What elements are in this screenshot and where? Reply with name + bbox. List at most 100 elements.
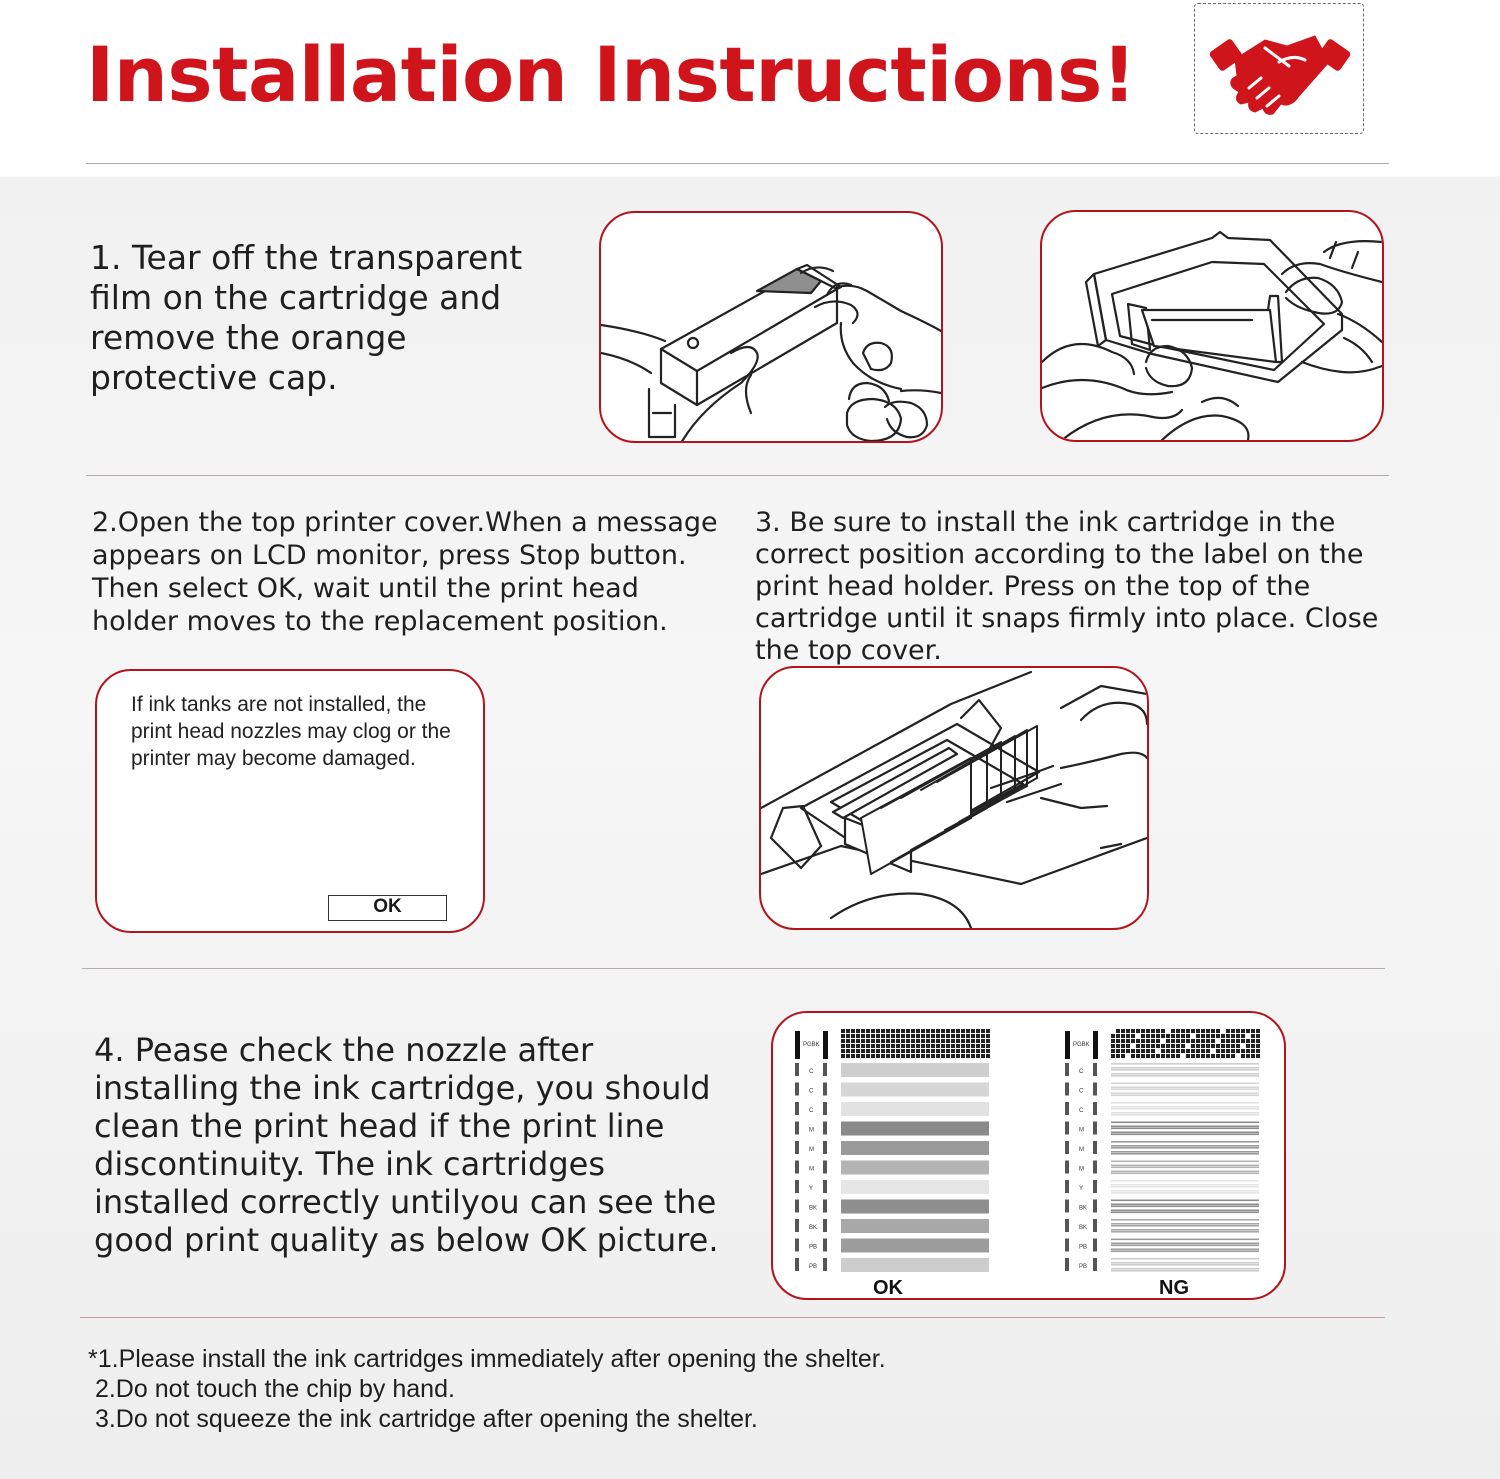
- ok-grid-cell: [981, 1029, 985, 1033]
- ok-row-label: PB: [809, 1264, 817, 1270]
- ok-row-marker: [823, 1199, 827, 1213]
- ng-grid-cell: [1206, 1044, 1210, 1048]
- ng-grid-cell: [1231, 1039, 1235, 1043]
- ng-row-marker: [1093, 1238, 1097, 1252]
- ng-grid-cell: [1171, 1034, 1175, 1038]
- ng-test-line: [1111, 1063, 1259, 1065]
- ok-grid-cell: [971, 1039, 975, 1043]
- ng-grid-cell: [1156, 1044, 1160, 1048]
- ok-grid-cell: [851, 1029, 855, 1033]
- ng-grid-cell: [1141, 1049, 1145, 1053]
- ng-test-line: [1111, 1112, 1259, 1114]
- ok-grid-cell: [861, 1054, 865, 1058]
- ng-row-label: PB: [1079, 1264, 1087, 1270]
- ok-grid-cell: [971, 1054, 975, 1058]
- ng-test-line: [1111, 1092, 1259, 1095]
- ng-row-marker: [1065, 1180, 1069, 1193]
- ng-grid-cell: [1201, 1054, 1205, 1058]
- ng-grid-cell: [1191, 1039, 1195, 1043]
- ng-grid-cell: [1161, 1049, 1165, 1053]
- ok-grid-cell: [886, 1034, 890, 1038]
- ng-grid-cell: [1196, 1054, 1200, 1058]
- ok-grid-cell: [896, 1029, 900, 1033]
- divider: [86, 163, 1389, 164]
- ok-grid-cell: [846, 1044, 850, 1048]
- ok-grid-cell: [956, 1034, 960, 1038]
- ng-test-line: [1111, 1186, 1259, 1188]
- ok-grid-cell: [876, 1049, 880, 1053]
- ng-grid-cell: [1211, 1029, 1215, 1033]
- ok-grid-cell: [866, 1049, 870, 1053]
- ok-grid-cell: [951, 1049, 955, 1053]
- ng-grid-cell: [1206, 1034, 1210, 1038]
- ng-test-line: [1111, 1106, 1259, 1108]
- ng-grid-cell: [1171, 1029, 1175, 1033]
- ng-grid-cell: [1136, 1039, 1140, 1043]
- ok-grid-cell: [881, 1029, 885, 1033]
- ng-grid-cell: [1226, 1044, 1230, 1048]
- ok-grid-cell: [856, 1029, 860, 1033]
- ok-grid-cell: [966, 1039, 970, 1043]
- ng-grid-cell: [1256, 1044, 1260, 1048]
- ng-row-marker: [1093, 1219, 1097, 1232]
- ng-row-label: C: [1079, 1089, 1084, 1095]
- ng-grid-cell: [1146, 1029, 1150, 1033]
- ng-grid-cell: [1246, 1039, 1250, 1043]
- ok-grid-cell: [846, 1049, 850, 1053]
- ok-grid-cell: [921, 1029, 925, 1033]
- ok-grid-cell: [941, 1029, 945, 1033]
- ng-test-line: [1111, 1205, 1259, 1208]
- ok-grid-cell: [926, 1039, 930, 1043]
- ng-test-line: [1111, 1199, 1259, 1202]
- ng-grid-cell: [1176, 1039, 1180, 1043]
- ok-grid-cell: [856, 1034, 860, 1038]
- ok-grid-cell: [906, 1044, 910, 1048]
- ok-grid-cell: [961, 1029, 965, 1033]
- ng-grid-cell: [1126, 1034, 1130, 1038]
- ng-grid-cell: [1211, 1049, 1215, 1053]
- ok-test-band: [841, 1180, 989, 1194]
- ok-grid-cell: [986, 1029, 990, 1033]
- ok-grid-cell: [941, 1049, 945, 1053]
- ng-grid-cell: [1151, 1049, 1155, 1053]
- ng-grid-cell: [1196, 1034, 1200, 1038]
- ok-grid-cell: [936, 1044, 940, 1048]
- ok-grid-cell: [926, 1054, 930, 1058]
- dialog-ok-button[interactable]: OK: [328, 895, 447, 921]
- step-1-image-peel-film: [599, 211, 943, 443]
- ng-grid-cell: [1141, 1054, 1145, 1058]
- ok-row-label: BK: [809, 1225, 817, 1231]
- ng-grid-cell: [1191, 1044, 1195, 1048]
- ok-grid-cell: [931, 1044, 935, 1048]
- ng-test-line: [1111, 1131, 1259, 1134]
- ok-row-marker: [823, 1258, 827, 1271]
- ng-grid-cell: [1126, 1029, 1130, 1033]
- ok-grid-cell: [981, 1054, 985, 1058]
- ng-grid-cell: [1161, 1054, 1165, 1058]
- ok-test-band: [841, 1238, 989, 1253]
- ok-grid-cell: [911, 1039, 915, 1043]
- ng-grid-cell: [1256, 1039, 1260, 1043]
- ok-pgbk-bar: [823, 1031, 828, 1059]
- ok-grid-cell: [846, 1029, 850, 1033]
- ok-test-band: [841, 1102, 989, 1116]
- ng-grid-cell: [1116, 1034, 1120, 1038]
- ng-row-marker: [1093, 1063, 1097, 1076]
- ok-row-marker: [795, 1141, 799, 1154]
- ng-grid-cell: [1236, 1029, 1240, 1033]
- ng-row-marker: [1065, 1141, 1069, 1154]
- ng-grid-cell: [1126, 1049, 1130, 1053]
- ok-row-label: C: [809, 1089, 814, 1095]
- ok-grid-cell: [916, 1029, 920, 1033]
- ok-row-label: M: [809, 1167, 814, 1173]
- ng-row-marker: [1093, 1160, 1097, 1174]
- ng-test-line: [1111, 1238, 1259, 1241]
- ng-grid-cell: [1246, 1034, 1250, 1038]
- ng-grid-cell: [1166, 1054, 1170, 1058]
- ok-grid-cell: [976, 1054, 980, 1058]
- ok-row-marker: [795, 1180, 799, 1193]
- ng-grid-cell: [1116, 1054, 1120, 1058]
- ok-grid-cell: [971, 1034, 975, 1038]
- ng-grid-cell: [1151, 1044, 1155, 1048]
- ng-grid-cell: [1111, 1049, 1115, 1053]
